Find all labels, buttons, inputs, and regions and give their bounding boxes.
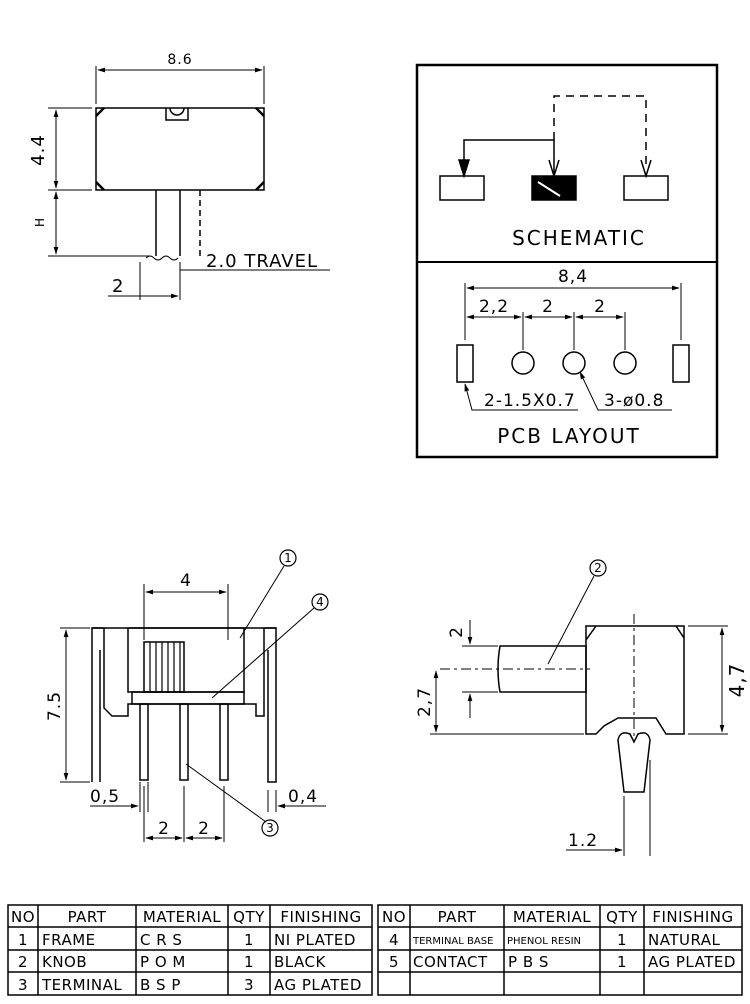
table-header-qty: QTY (233, 908, 265, 926)
schematic-contact-right (623, 175, 669, 201)
front-frame (91, 627, 277, 783)
table-cell: BLACK (274, 953, 326, 971)
table-cell: NATURAL (648, 931, 721, 949)
table-cell: B S P (140, 976, 181, 994)
parts-table (7, 904, 743, 996)
front-pin-width: 0,5 (90, 787, 120, 807)
table-cell: 2 (18, 953, 28, 971)
table-cell: 3 (18, 976, 28, 994)
side-h-label: H (33, 217, 47, 227)
pcb-layout (456, 283, 690, 411)
front-pin-3 (219, 703, 229, 781)
table-cell: 1 (18, 931, 28, 949)
table-cell: FRAME (42, 931, 96, 949)
pcb-hole-note: 3-ø0.8 (604, 391, 664, 411)
front-view (60, 549, 329, 842)
end-pin-width: 1.2 (568, 831, 598, 851)
table-cell: AG PLATED (648, 953, 736, 971)
schematic-contact-common (531, 175, 577, 201)
end-knob-dim: 2 (447, 626, 467, 638)
side-height-dim: 4.4 (28, 134, 49, 166)
table-cell: 3 (244, 976, 254, 994)
end-body (585, 625, 685, 735)
end-balloon-2 (589, 559, 607, 577)
pcb-title: PCB LAYOUT (497, 424, 641, 448)
front-height: 7.5 (45, 691, 65, 721)
table-cell: 4 (389, 931, 399, 949)
pcb-slot-right (672, 344, 690, 383)
table-header-material: MATERIAL (513, 908, 591, 926)
side-travel-label: 2.0 TRAVEL (206, 251, 318, 272)
table-cell: NI PLATED (274, 931, 356, 949)
table-cell: TERMINAL (41, 976, 122, 994)
front-pitch-b: 2 (198, 819, 210, 839)
pcb-hole-2 (562, 351, 586, 375)
front-pin-thickness: 0,4 (288, 787, 318, 807)
front-housing (127, 627, 245, 693)
table-header-part: PART (438, 908, 477, 926)
table-cell: 1 (244, 931, 254, 949)
table-cell: C R S (140, 931, 182, 949)
table-cell: PHENOL RESIN (507, 936, 581, 947)
table-cell: P O M (140, 953, 186, 971)
end-knob-height: 2,7 (415, 687, 435, 717)
front-terminal-base (131, 691, 245, 705)
table-cell: 1 (244, 953, 254, 971)
front-balloon-4 (311, 593, 329, 611)
table-header-finishing: FINISHING (280, 908, 361, 926)
table-cell: 5 (389, 953, 399, 971)
parts-table-left-text: NO PART MATERIAL QTY FINISHING 1 FRAME C… (11, 908, 362, 994)
schematic (439, 95, 669, 201)
front-pin-2 (179, 703, 189, 781)
end-knob (497, 645, 587, 693)
front-balloon-1 (279, 549, 297, 567)
front-balloon-3-label: 3 (266, 821, 274, 835)
parts-table-right-text: NO PART MATERIAL QTY FINISHING 4 TERMINA… (382, 908, 736, 971)
side-knob-dim: 2 (112, 276, 124, 297)
table-header-no: NO (11, 908, 35, 926)
end-balloon-2-label: 2 (594, 561, 602, 575)
table-cell: TERMINAL BASE (412, 936, 493, 947)
side-view (48, 66, 330, 300)
pcb-slot-note: 2-1.5X0.7 (484, 391, 576, 411)
front-balloon-1-label: 1 (284, 551, 292, 565)
table-cell: AG PLATED (274, 976, 362, 994)
end-view (430, 559, 728, 856)
table-header-material: MATERIAL (143, 908, 221, 926)
front-balloon-4-label: 4 (316, 595, 324, 609)
schematic-contact-left (439, 175, 485, 201)
side-width-dim: 8.6 (167, 52, 192, 68)
table-header-qty: QTY (606, 908, 638, 926)
pcb-pitch-c: 2 (594, 297, 606, 317)
pcb-slot-left (456, 344, 474, 383)
pcb-overall-dim: 8,4 (558, 267, 588, 287)
end-body-height: 4,7 (725, 663, 749, 698)
pcb-pitch-b: 2 (542, 297, 554, 317)
front-pin-1 (139, 703, 149, 781)
table-cell: KNOB (42, 953, 87, 971)
pcb-pitch-a: 2,2 (479, 297, 509, 317)
schematic-pcb-panel (415, 63, 719, 459)
schematic-title: SCHEMATIC (512, 226, 646, 250)
table-cell: CONTACT (413, 953, 488, 971)
front-pitch-a: 2 (158, 819, 170, 839)
table-cell: 1 (617, 953, 627, 971)
front-balloon-3 (261, 819, 279, 837)
end-pin (617, 732, 651, 793)
pcb-hole-3 (613, 351, 637, 375)
table-header-part: PART (68, 908, 107, 926)
pcb-hole-1 (511, 351, 535, 375)
table-cell: 1 (617, 931, 627, 949)
table-header-no: NO (382, 908, 406, 926)
table-header-finishing: FINISHING (652, 908, 733, 926)
front-knob-width: 4 (180, 571, 192, 591)
table-cell: P B S (508, 953, 549, 971)
